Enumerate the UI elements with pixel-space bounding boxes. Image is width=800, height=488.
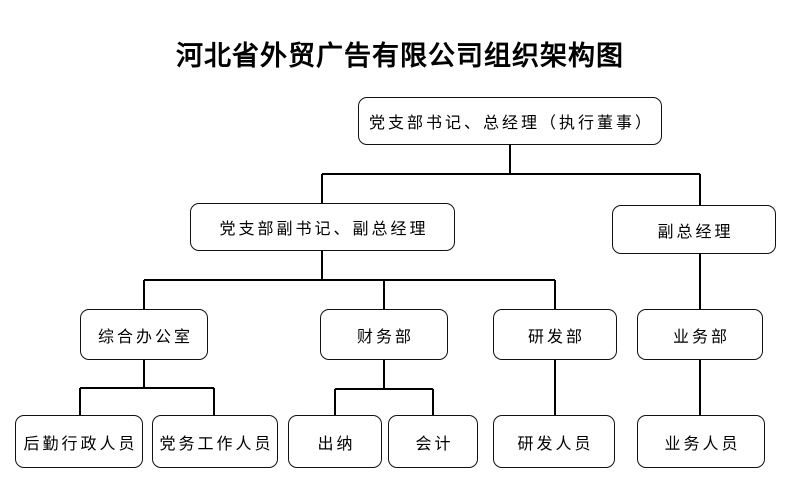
org-node-finance-dept-label: 财务部 bbox=[356, 328, 414, 346]
org-node-rd-dept: 研发部 bbox=[493, 309, 617, 360]
org-node-rd-dept-label: 研发部 bbox=[527, 328, 585, 346]
org-node-rd-staff-label: 研发人员 bbox=[517, 435, 594, 453]
org-node-cashier: 出纳 bbox=[288, 415, 382, 468]
org-node-accountant: 会计 bbox=[388, 415, 478, 468]
org-node-party-affairs-staff: 党务工作人员 bbox=[152, 415, 278, 468]
org-node-business-staff-label: 业务人员 bbox=[664, 435, 741, 453]
org-node-logistics-staff: 后勤行政人员 bbox=[15, 415, 143, 468]
org-node-logistics-staff-label: 后勤行政人员 bbox=[23, 435, 138, 453]
org-node-business-dept-label: 业务部 bbox=[672, 328, 730, 346]
org-node-cashier-label: 出纳 bbox=[317, 435, 356, 453]
org-node-deputy-secretary-label: 党支部副书记、副总经理 bbox=[219, 221, 429, 238]
chart-title: 河北省外贸广告有限公司组织架构图 bbox=[176, 41, 624, 71]
org-node-admin-office-label: 综合办公室 bbox=[97, 328, 193, 346]
org-node-party-affairs-staff-label: 党务工作人员 bbox=[159, 435, 274, 453]
org-node-admin-office: 综合办公室 bbox=[80, 309, 208, 360]
org-node-finance-dept: 财务部 bbox=[320, 309, 448, 360]
org-node-ceo-label: 党支部书记、总经理（执行董事） bbox=[368, 115, 654, 132]
org-node-deputy-secretary: 党支部副书记、副总经理 bbox=[190, 203, 455, 251]
org-node-rd-staff: 研发人员 bbox=[493, 415, 615, 468]
org-node-ceo: 党支部书记、总经理（执行董事） bbox=[358, 97, 662, 145]
org-node-accountant-label: 会计 bbox=[415, 435, 454, 453]
org-node-business-staff: 业务人员 bbox=[637, 415, 765, 468]
org-node-deputy-general-manager-label: 副总经理 bbox=[657, 223, 734, 241]
org-node-deputy-general-manager: 副总经理 bbox=[612, 205, 776, 254]
org-node-business-dept: 业务部 bbox=[637, 309, 763, 360]
